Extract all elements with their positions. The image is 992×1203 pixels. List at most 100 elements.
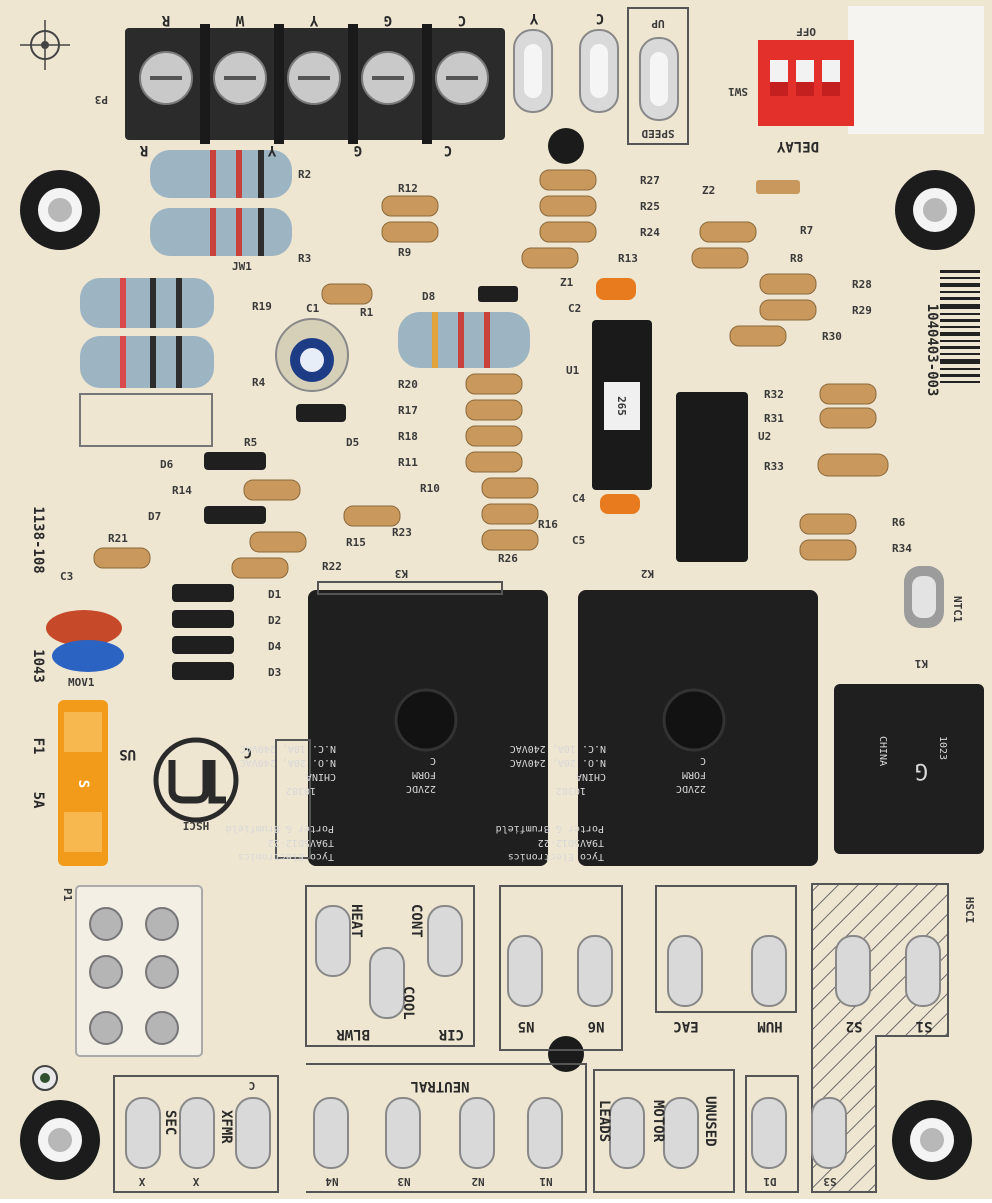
bottom-tap-labels: HEAT CONT COOL BLWR CIR N5 N6 EAC HUM S2…: [138, 904, 932, 1188]
relay-k2-model: T9AV5D12-22: [538, 837, 604, 848]
label-eac: EAC: [673, 1018, 698, 1034]
label-r12: R12: [398, 182, 418, 195]
label-r16: R16: [538, 518, 558, 531]
label-r18: R18: [398, 430, 418, 443]
relay-k3-brand: Porter & Brumfield: [226, 823, 334, 834]
label-r26: R26: [498, 552, 518, 565]
label-side-code-2: 1043: [30, 649, 46, 683]
ceramic-capacitor-c2: [596, 278, 636, 300]
tabs-bottom[interactable]: [125, 905, 941, 1169]
label-fuse-rating: 5A: [30, 792, 46, 809]
label-z2: Z2: [702, 184, 715, 197]
transistor-top: [548, 128, 584, 164]
label-k1: K1: [914, 657, 928, 670]
relay-k3-no-rating: N.O. 20A, 240VAC: [240, 757, 336, 768]
label-bottom-c: C: [444, 142, 452, 158]
ic-u2: [676, 392, 748, 562]
label-r3: R3: [298, 252, 311, 265]
label-r13: R13: [618, 252, 638, 265]
label-d3: D3: [268, 666, 281, 679]
label-r2: R2: [298, 168, 311, 181]
label-r8: R8: [790, 252, 803, 265]
label-u2: U2: [758, 430, 771, 443]
relay-k3-c: C: [430, 755, 436, 766]
label-r25: R25: [640, 200, 660, 213]
label-fuse-ref: F1: [30, 738, 46, 755]
connector-p1[interactable]: [75, 885, 203, 1057]
label-sw1: SW1: [728, 85, 748, 98]
relay-k2-c: C: [700, 755, 706, 766]
label-n6: N6: [588, 1018, 605, 1034]
label-hsci: HSCI: [183, 819, 210, 832]
label-s2: S2: [846, 1018, 863, 1034]
label-side-code-1: 1138-108: [30, 506, 46, 573]
ic-u1: [592, 320, 652, 490]
label-s3: S3: [823, 1175, 836, 1188]
relay-k3: [308, 590, 548, 866]
dip-switch-sw1[interactable]: [758, 40, 854, 126]
relay-k3-code: 10382: [286, 785, 316, 796]
label-r7: R7: [800, 224, 813, 237]
label-leads: LEADS: [596, 1100, 612, 1142]
label-x-1: X: [138, 1175, 145, 1188]
label-c2: C2: [568, 302, 581, 315]
misc-designators: JW1 Z1 Z2 NTC1 MOV1: [68, 184, 964, 689]
relay-k3-nc-rating: N.C. 10A, 240VAC: [240, 743, 336, 754]
top-tab-y[interactable]: [513, 29, 553, 113]
label-r21: R21: [108, 532, 128, 545]
mounting-hole-tr: [895, 170, 975, 250]
label-r24: R24: [640, 226, 660, 239]
label-n4: N4: [325, 1175, 339, 1188]
label-motor: MOTOR: [650, 1100, 666, 1143]
mounting-hole-tl: [20, 170, 100, 250]
mounting-hole-br: [892, 1100, 972, 1180]
blank-label: [848, 6, 984, 134]
label-off: OFF: [796, 25, 816, 38]
mov-varistor: [46, 610, 124, 672]
power-resistor-2: [80, 336, 214, 388]
label-terminal-r: R: [161, 12, 170, 28]
relay-k2-no-rating: N.O. 20A, 240VAC: [510, 757, 606, 768]
label-n5: N5: [518, 1018, 535, 1034]
silk-outlines: [113, 885, 799, 1193]
label-d2: D2: [268, 614, 281, 627]
top-tab-c[interactable]: [579, 29, 619, 113]
label-d5: D5: [346, 436, 359, 449]
label-r33: R33: [764, 460, 784, 473]
fuse-f1[interactable]: [58, 700, 108, 866]
label-p3: P3: [95, 93, 108, 106]
relay-k2-voltage: 22VDC: [676, 783, 706, 794]
label-r22: R22: [322, 560, 342, 573]
barcode: [940, 270, 980, 383]
top-tab-speed-up[interactable]: [639, 37, 679, 121]
label-xfmr: XFMR: [218, 1110, 234, 1144]
label-u1: U1: [566, 364, 580, 377]
label-jw1: JW1: [232, 260, 252, 273]
label-d4: D4: [268, 640, 282, 653]
label-n3: N3: [397, 1175, 410, 1188]
fiducial-top-left: [20, 20, 70, 70]
label-d1-tap: D1: [763, 1175, 777, 1188]
label-tab-c: C: [596, 10, 604, 26]
relay-k2-maker: Tyco Electronics: [508, 851, 604, 862]
label-r23: R23: [392, 526, 412, 539]
label-k3: K3: [395, 567, 408, 580]
ntc-thermistor: [904, 566, 944, 628]
label-r9: R9: [398, 246, 411, 259]
power-resistor-r2: [150, 150, 292, 198]
label-terminal-g: G: [384, 12, 392, 28]
ceramic-capacitor-c4: [600, 494, 640, 514]
relay-k3-form: FORM: [412, 769, 436, 780]
label-hum: HUM: [757, 1018, 782, 1034]
relay-k2-brand: Porter & Brumfield: [496, 823, 604, 834]
label-c1: C1: [306, 302, 320, 315]
label-n2: N2: [471, 1175, 484, 1188]
label-r14: R14: [172, 484, 192, 497]
label-blwr: BLWR: [336, 1026, 370, 1042]
label-c5: C5: [572, 534, 585, 547]
label-r28: R28: [852, 278, 872, 291]
label-tab-y: Y: [529, 10, 538, 26]
label-c3: C3: [60, 570, 73, 583]
label-r17: R17: [398, 404, 418, 417]
screw-terminal-block[interactable]: [125, 24, 505, 144]
